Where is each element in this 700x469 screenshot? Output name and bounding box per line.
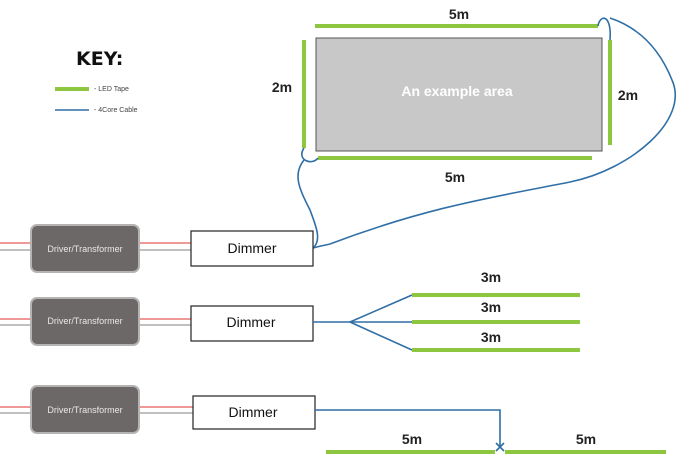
row3-driver <box>30 385 140 434</box>
row1-driver <box>30 224 140 273</box>
row2-driver <box>30 297 140 346</box>
row3-tape-right-length: 5m <box>576 431 596 447</box>
example-area-label: An example area <box>401 83 512 99</box>
row3-cable-split-right <box>495 442 505 452</box>
row2-tape-2-length: 3m <box>481 299 501 315</box>
row1-feed-cable <box>297 159 319 249</box>
area-bottom-left-jumper <box>301 147 319 163</box>
area-left-length: 2m <box>272 79 292 95</box>
row2-driver-label: Driver/Transformer <box>47 316 122 326</box>
key-cable-label: - 4Core Cable <box>94 107 138 114</box>
key: KEY: - LED Tape - 4Core Cable <box>55 48 138 114</box>
key-title: KEY: <box>76 48 123 70</box>
area-return-cable <box>329 17 676 245</box>
example-area: An example area 5m 5m 2m 2m <box>272 6 676 249</box>
row2-dimmer <box>190 305 314 342</box>
example-area-rect <box>315 37 603 152</box>
row2-tape-3-length: 3m <box>481 329 501 345</box>
row3-dimmer-label: Dimmer <box>229 404 278 420</box>
row3-cable <box>315 409 501 446</box>
key-led-tape-label: - LED Tape <box>94 86 129 93</box>
row3-dimmer <box>192 395 316 430</box>
row3-driver-label: Driver/Transformer <box>47 405 122 415</box>
row2-dimmer-label: Dimmer <box>227 314 276 330</box>
row1-dimmer <box>190 230 314 267</box>
row3-tape-left-length: 5m <box>402 431 422 447</box>
row1-dimmer-label: Dimmer <box>228 240 277 256</box>
row2-cable-branch-3 <box>349 321 413 351</box>
row2-cable-branch-1 <box>349 294 413 323</box>
row1-driver-label: Driver/Transformer <box>47 244 122 254</box>
row-1: Driver/Transformer Dimmer <box>0 224 314 273</box>
area-top-length: 5m <box>449 6 469 22</box>
area-bottom-length: 5m <box>445 169 465 185</box>
row-3: Driver/Transformer Dimmer 5m 5m <box>0 385 666 454</box>
area-top-right-jumper <box>597 17 611 41</box>
row2-tape-1-length: 3m <box>481 269 501 285</box>
row1-feed-join <box>312 243 331 249</box>
row-2: Driver/Transformer Dimmer 3m 3m 3m <box>0 269 580 352</box>
area-right-length: 2m <box>618 87 638 103</box>
